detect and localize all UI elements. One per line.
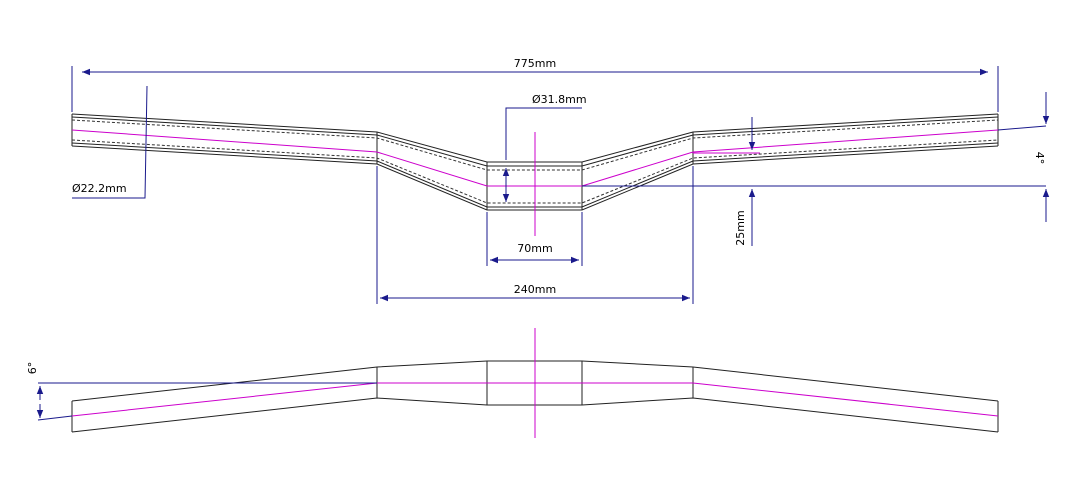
center-width-label: 70mm [517, 242, 552, 255]
backsweep-label: 6° [26, 362, 39, 375]
grip-diameter-label: Ø22.2mm [72, 182, 127, 195]
front-view [71, 113, 999, 236]
clamp-diameter-leader [505, 107, 582, 160]
overall-width-label: 775mm [514, 57, 556, 70]
clamp-diameter-label: Ø31.8mm [532, 93, 587, 106]
grip-diameter-leader [72, 85, 148, 199]
front-dimensions: 775mm Ø31.8mm Ø22.2mm 70mm 240mm 25mm 4° [71, 57, 1050, 304]
upsweep-angle-line [997, 125, 1047, 131]
backsweep-angle-line [37, 415, 73, 421]
upsweep-label: 4° [1033, 152, 1046, 165]
rise-label: 25mm [734, 210, 747, 245]
rise-width-label: 240mm [514, 283, 556, 296]
top-view: 6° [26, 328, 999, 438]
